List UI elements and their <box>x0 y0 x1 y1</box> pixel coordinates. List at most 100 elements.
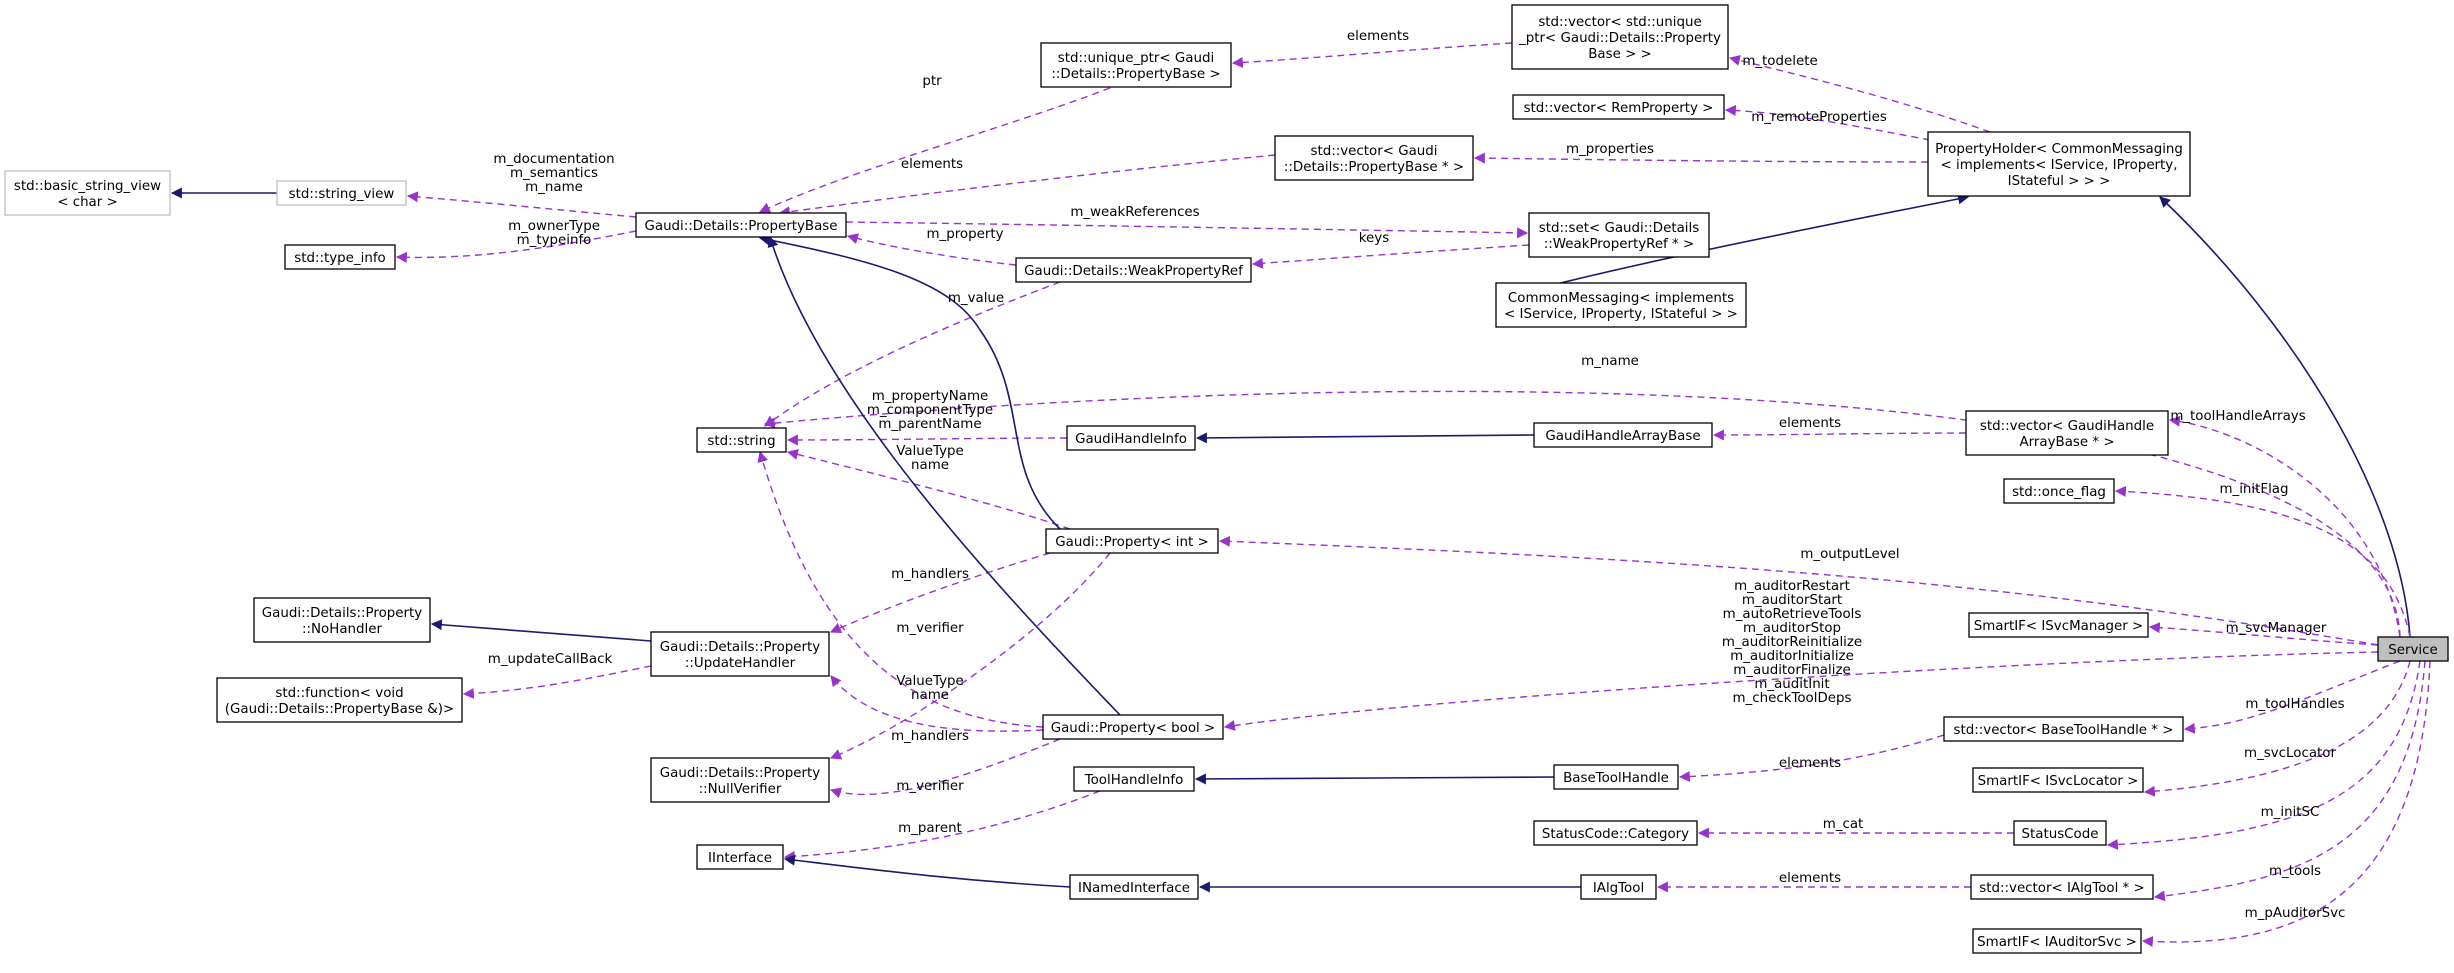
edge-label-line: elements <box>1779 756 1841 771</box>
class-node-label: _ptr< Gaudi::Details::Property <box>1518 31 1721 46</box>
nodes-layer: std::basic_string_view< char >std::strin… <box>4 4 2449 954</box>
class-node-label: SmartIF< ISvcManager > <box>1974 619 2144 634</box>
edge-label-vector_IAlgTool-to-IAlgTool: elements <box>1779 871 1841 886</box>
usage-edge-set_WeakPropertyRef-to-WeakPropertyRef <box>1251 244 1530 269</box>
class-node-SmartIF_ISvcLocator[interactable]: SmartIF< ISvcLocator > <box>1972 767 2144 793</box>
class-node-label: SmartIF< IAuditorSvc > <box>1977 935 2137 950</box>
edge-label-Service-to-vector_IAlgTool: m_tools <box>2269 864 2321 879</box>
class-node-box <box>2377 636 2449 662</box>
class-node-vector_RemProperty[interactable]: std::vector< RemProperty > <box>1512 94 1725 120</box>
class-node-set_WeakPropertyRef[interactable]: std::set< Gaudi::Details::WeakPropertyRe… <box>1528 212 1710 258</box>
class-node-type_info[interactable]: std::type_info <box>284 244 396 270</box>
edge-label-line: m_name <box>525 180 583 195</box>
class-node-Property_int[interactable]: Gaudi::Property< int > <box>1045 528 1219 554</box>
edge-label-vector_GaudiHandleArrayBase-to-GaudiHandleArrayBase: elements <box>1779 416 1841 431</box>
class-node-label: SmartIF< ISvcLocator > <box>1978 774 2139 789</box>
edge-label-line: m_toolHandleArrays <box>2170 409 2305 424</box>
class-node-label: ToolHandleInfo <box>1084 773 1184 788</box>
class-node-string_view[interactable]: std::string_view <box>276 180 407 206</box>
inheritance-edge-INamedInterface-to-IInterface <box>783 854 1071 888</box>
class-node-basic_string_view[interactable]: std::basic_string_view< char > <box>4 170 171 216</box>
class-node-vector_PropertyBase_ptr[interactable]: std::vector< Gaudi::Details::PropertyBas… <box>1274 135 1474 181</box>
usage-edge-Service-to-vector_GaudiHandleArrayBase <box>2168 415 2401 638</box>
class-node-INamedInterface[interactable]: INamedInterface <box>1069 874 1199 900</box>
edge-label-Service-to-vector_GaudiHandleArrayBase: m_toolHandleArrays <box>2170 409 2305 424</box>
class-node-box <box>696 427 787 453</box>
class-node-box <box>1970 874 2154 900</box>
edge-label-line: m_auditorReinitialize <box>1722 635 1862 650</box>
class-node-UpdateHandler[interactable]: Gaudi::Details::Property::UpdateHandler <box>650 631 830 677</box>
class-node-vector_unique_ptr[interactable]: std::vector< std::unique_ptr< Gaudi::Det… <box>1511 4 1729 70</box>
class-node-PropertyBase[interactable]: Gaudi::Details::PropertyBase <box>635 212 847 238</box>
class-node-box <box>1042 714 1224 740</box>
class-node-vector_BaseToolHandle[interactable]: std::vector< BaseToolHandle * > <box>1943 716 2184 742</box>
edge-label-line: m_cat <box>1823 817 1864 832</box>
class-node-unique_ptr[interactable]: std::unique_ptr< Gaudi::Details::Propert… <box>1040 42 1232 88</box>
class-node-NoHandler[interactable]: Gaudi::Details::Property::NoHandler <box>253 597 431 643</box>
class-node-label: Gaudi::Details::WeakPropertyRef <box>1024 264 1243 279</box>
usage-edge-vector_BaseToolHandle-to-BaseToolHandle <box>1678 734 1945 782</box>
usage-edge-Property_int-to-NullVerifier <box>829 552 1111 760</box>
edge-label-line: m_property <box>926 227 1003 242</box>
class-node-GaudiHandleArrayBase[interactable]: GaudiHandleArrayBase <box>1533 422 1713 448</box>
class-node-box <box>1965 410 2169 456</box>
class-node-label: Gaudi::Details::Property <box>262 606 422 621</box>
class-node-label: std::once_flag <box>2012 485 2106 500</box>
usage-edge-PropertyBase-to-type_info <box>395 230 637 263</box>
class-node-std_function[interactable]: std::function< void(Gaudi::Details::Prop… <box>216 677 463 723</box>
class-node-SmartIF_IAuditorSvc[interactable]: SmartIF< IAuditorSvc > <box>1972 928 2142 954</box>
edge-label-line: m_handlers <box>891 567 969 582</box>
edge-label-PropertyHolder-to-vector_RemProperty: m_remoteProperties <box>1751 110 1887 125</box>
class-node-once_flag[interactable]: std::once_flag <box>2003 478 2115 504</box>
class-node-NullVerifier[interactable]: Gaudi::Details::Property::NullVerifier <box>650 757 830 803</box>
class-node-IInterface[interactable]: IInterface <box>696 844 784 870</box>
edge-label-line: ValueType <box>896 674 964 689</box>
edge-label-line: m_remoteProperties <box>1751 110 1887 125</box>
class-node-WeakPropertyRef[interactable]: Gaudi::Details::WeakPropertyRef <box>1015 257 1252 283</box>
class-node-Service[interactable]: Service <box>2377 636 2449 662</box>
usage-edge-Service-to-Property_int <box>1218 535 2379 646</box>
usage-edge-PropertyBase-to-set_WeakPropertyRef <box>845 221 1529 239</box>
class-node-StatusCode_Category[interactable]: StatusCode::Category <box>1533 820 1698 846</box>
class-node-vector_GaudiHandleArrayBase[interactable]: std::vector< GaudiHandleArrayBase * > <box>1965 410 2169 456</box>
usage-edge-Property_bool-to-UpdateHandler <box>830 675 1044 732</box>
class-node-box <box>1533 820 1698 846</box>
edge-label-Service-to-SmartIF_ISvcLocator: m_svcLocator <box>2244 746 2336 761</box>
edge-label-line: m_initSC <box>2261 805 2320 820</box>
edge-label-line: m_value <box>948 291 1004 306</box>
edge-label-line: m_initFlag <box>2219 482 2288 497</box>
class-node-std_string[interactable]: std::string <box>696 427 787 453</box>
edge-label-Property_bool-to-UpdateHandler: m_handlers <box>891 729 969 744</box>
edge-label-vector_unique_ptr-to-unique_ptr: elements <box>1347 29 1409 44</box>
class-node-label: INamedInterface <box>1078 881 1190 896</box>
edge-label-line: m_svcLocator <box>2244 746 2336 761</box>
class-node-label: ::UpdateHandler <box>685 656 796 671</box>
class-node-label: Gaudi::Details::PropertyBase <box>644 219 837 234</box>
edge-label-line: m_name <box>1581 354 1639 369</box>
class-node-label: GaudiHandleInfo <box>1075 432 1187 447</box>
class-node-BaseToolHandle[interactable]: BaseToolHandle <box>1553 764 1679 790</box>
class-node-label: std::vector< Gaudi <box>1311 144 1438 159</box>
usage-edge-Service-to-SmartIF_IAuditorSvc <box>2141 660 2431 948</box>
class-node-StatusCode[interactable]: StatusCode <box>2013 820 2107 846</box>
class-node-Property_bool[interactable]: Gaudi::Property< bool > <box>1042 714 1224 740</box>
edge-label-Service-to-std_string: m_name <box>1581 354 1639 369</box>
class-node-box <box>1533 422 1713 448</box>
usage-edge-Service-to-Property_bool <box>1223 651 2379 731</box>
edge-label-line: elements <box>1779 416 1841 431</box>
class-node-IAlgTool[interactable]: IAlgTool <box>1580 874 1657 900</box>
edge-label-line: name <box>911 458 949 473</box>
class-node-box <box>253 597 431 643</box>
class-node-label: < IService, IProperty, IStateful > > <box>1504 307 1738 322</box>
class-node-GaudiHandleInfo[interactable]: GaudiHandleInfo <box>1066 425 1196 451</box>
class-node-ToolHandleInfo[interactable]: ToolHandleInfo <box>1073 766 1195 792</box>
class-node-label: StatusCode <box>2022 827 2099 842</box>
inheritance-edge-GaudiHandleArrayBase-to-GaudiHandleInfo <box>1195 432 1535 444</box>
class-node-PropertyHolder[interactable]: PropertyHolder< CommonMessaging< impleme… <box>1927 131 2191 197</box>
class-node-box <box>216 677 463 723</box>
class-node-CommonMessaging[interactable]: CommonMessaging< implements< IService, I… <box>1495 282 1747 328</box>
edge-label-line: ptr <box>922 74 942 89</box>
class-node-SmartIF_ISvcManager[interactable]: SmartIF< ISvcManager > <box>1968 612 2149 638</box>
class-node-vector_IAlgTool[interactable]: std::vector< IAlgTool * > <box>1970 874 2154 900</box>
